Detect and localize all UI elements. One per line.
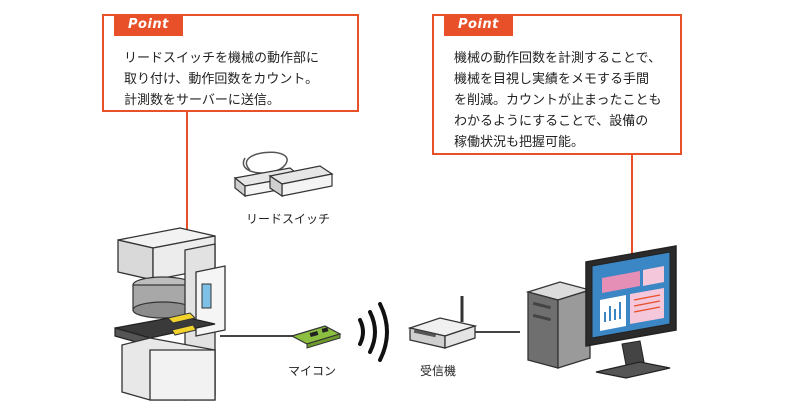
receiver-label: 受信機 bbox=[420, 364, 457, 378]
callout-right-text: 機械の動作回数を計測することで、 機械を目視し実績をメモする手間 を削減。カウン… bbox=[454, 51, 662, 150]
microcontroller-label: マイコン bbox=[288, 364, 337, 378]
callout-left-text: リードスイッチを機械の動作部に 取り付け、動作回数をカウント。 計測数をサーバー… bbox=[124, 51, 320, 108]
pc-tower-illustration bbox=[525, 281, 593, 369]
wireless-signal-icon bbox=[358, 302, 389, 362]
press-machine-illustration bbox=[114, 227, 226, 401]
reed-switch-illustration bbox=[233, 151, 334, 198]
callout-left: Point リードスイッチを機械の動作部に 取り付け、動作回数をカウント。 計測… bbox=[102, 14, 359, 112]
receiver-illustration bbox=[407, 296, 478, 349]
microcontroller-board-illustration bbox=[290, 325, 342, 349]
callout-right: Point 機械の動作回数を計測することで、 機械を目視し実績をメモする手間 を… bbox=[432, 14, 682, 155]
callout-left-tag: Point bbox=[114, 14, 183, 36]
callout-right-tag: Point bbox=[444, 14, 513, 36]
reed-switch-label: リードスイッチ bbox=[246, 212, 331, 226]
monitor-illustration bbox=[585, 245, 677, 379]
